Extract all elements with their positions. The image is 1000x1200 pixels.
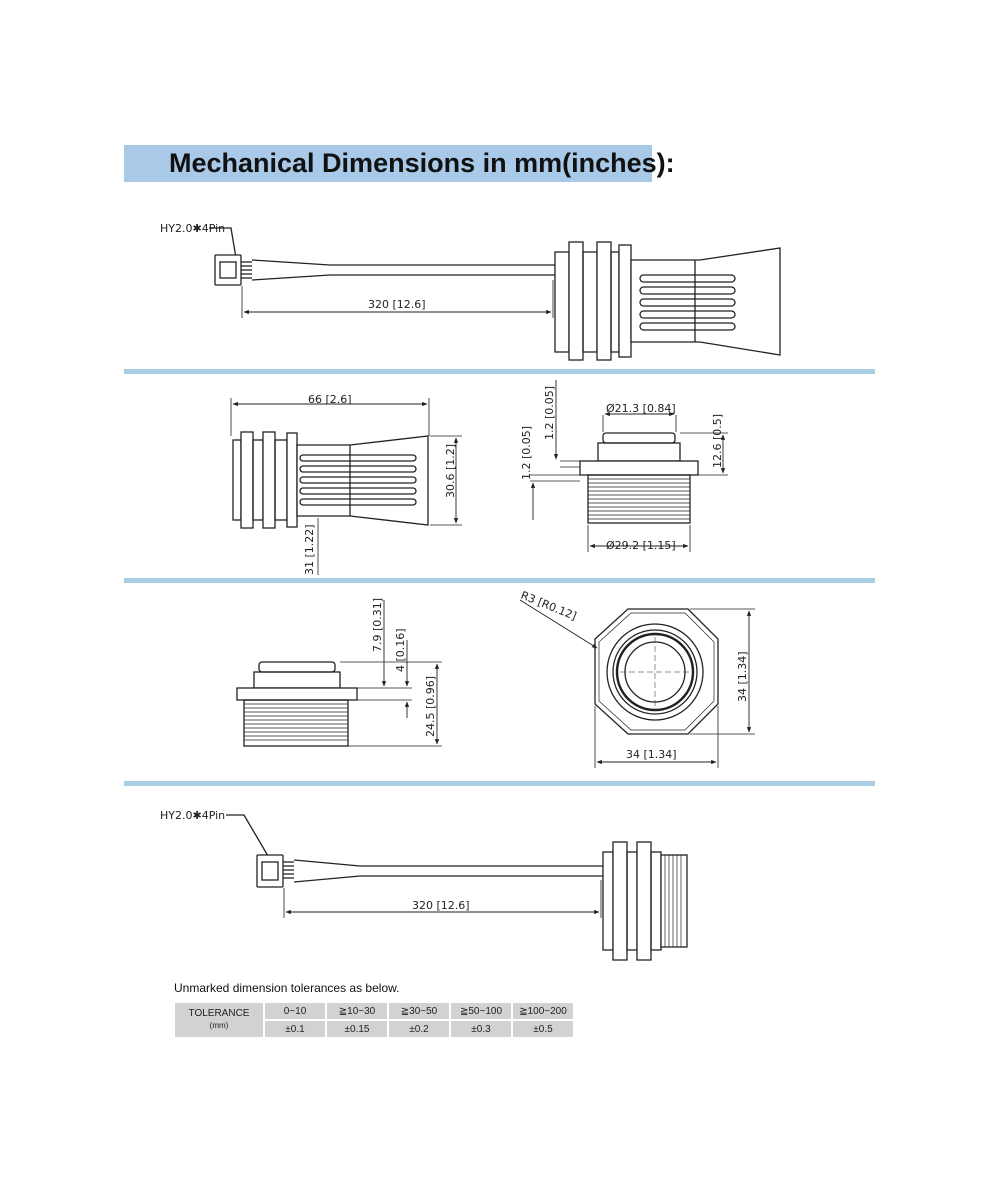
- cable-length-bottom: 320 [12.6]: [412, 899, 470, 912]
- tolerance-range: ≧30~50: [389, 1003, 449, 1019]
- profile-height-2: 4 [0.16]: [394, 628, 407, 672]
- title-bar: Mechanical Dimensions in mm(inches):: [124, 145, 675, 182]
- section-divider: [124, 781, 875, 786]
- tolerance-caption: Unmarked dimension tolerances as below.: [174, 981, 400, 995]
- side-view-drawing: [230, 398, 462, 575]
- tolerance-table: TOLERANCE (mm) 0~10 ≧10~30 ≧30~50 ≧50~10…: [173, 1001, 575, 1039]
- front-view-drawing: [530, 380, 728, 552]
- side-base-label: 31 [1.22]: [303, 524, 316, 575]
- hex-width-label: 34 [1.34]: [626, 748, 677, 761]
- tolerance-range: ≧10~30: [327, 1003, 387, 1019]
- tolerance-value: ±0.1: [265, 1021, 325, 1037]
- tolerance-value: ±0.3: [451, 1021, 511, 1037]
- section-divider: [124, 578, 875, 583]
- connector-label-bottom: HY2.0✱4Pin: [160, 809, 225, 822]
- tolerance-range: ≧50~100: [451, 1003, 511, 1019]
- hex-view-drawing: [519, 599, 755, 768]
- hex-height-label: 34 [1.34]: [736, 651, 749, 702]
- tolerance-row-header: TOLERANCE (mm): [175, 1003, 263, 1037]
- tolerance-value: ±0.15: [327, 1021, 387, 1037]
- front-height-2: 1.2 [0.05]: [520, 426, 533, 480]
- front-height-1: 1.2 [0.05]: [543, 386, 556, 440]
- profile-view-drawing: [236, 600, 442, 747]
- front-thread-diameter: Ø29.2 [1.15]: [606, 539, 676, 552]
- front-height-3: 12.6 [0.5]: [711, 414, 724, 468]
- tolerance-value: ±0.5: [513, 1021, 573, 1037]
- profile-height-3: 24.5 [0.96]: [424, 676, 437, 737]
- tolerance-value: ±0.2: [389, 1021, 449, 1037]
- tolerance-unit: (mm): [209, 1021, 229, 1030]
- tolerance-range: ≧100~200: [513, 1003, 573, 1019]
- page-title: Mechanical Dimensions in mm(inches):: [169, 148, 675, 178]
- tolerance-label: TOLERANCE: [188, 1008, 250, 1019]
- side-length-label: 66 [2.6]: [308, 393, 352, 406]
- side-diameter-label: 30.6 [1.2]: [444, 444, 457, 498]
- cable-length-top: 320 [12.6]: [368, 298, 426, 311]
- section-divider: [124, 369, 875, 374]
- profile-height-1: 7.9 [0.31]: [371, 598, 384, 652]
- assembly-drawing-bottom: [226, 814, 688, 961]
- connector-label-top: HY2.0✱4Pin: [160, 222, 225, 235]
- front-top-diameter: Ø21.3 [0.84]: [606, 402, 676, 415]
- tolerance-range: 0~10: [265, 1003, 325, 1019]
- assembly-drawing-top: [209, 227, 781, 361]
